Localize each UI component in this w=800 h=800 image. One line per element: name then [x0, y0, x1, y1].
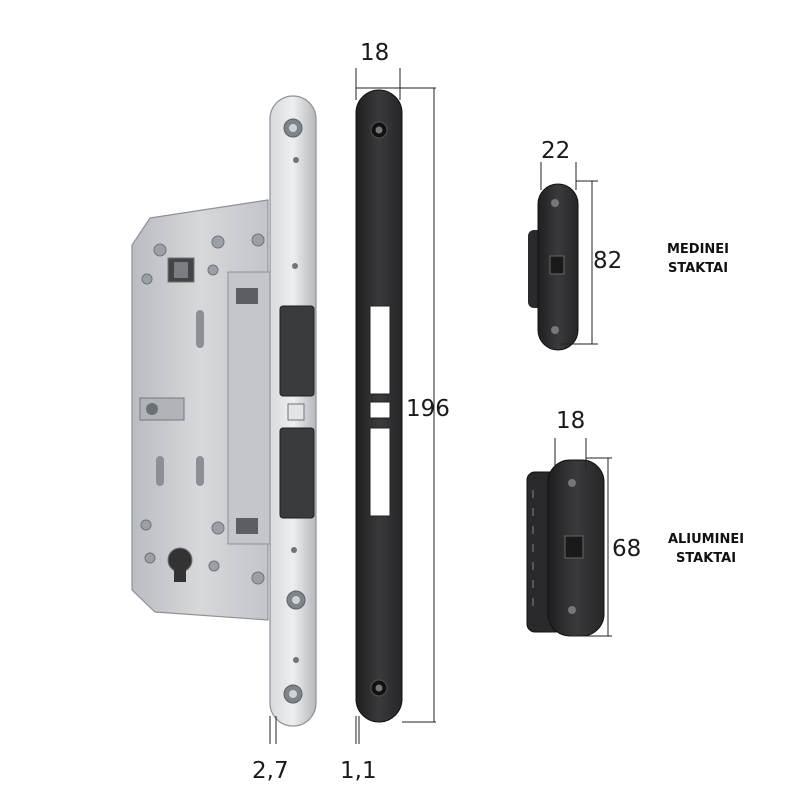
alu-label-line2: STAKTAI [675, 551, 737, 566]
strike-length-dimension: 196 [406, 396, 450, 422]
faceplate-width-dimension: 18 [360, 40, 390, 66]
lock-faceplate [269, 95, 317, 727]
wood-frame-strike [528, 183, 579, 351]
wood-strike-height-dimension: 82 [593, 248, 623, 274]
dimension-lines [269, 68, 612, 744]
alu-strike-width-dimension: 18 [556, 408, 586, 434]
strike-thickness-dimension: 1,1 [340, 758, 377, 784]
strike-plate [355, 89, 403, 723]
lock-body [131, 199, 271, 621]
aluminium-frame-label: ALIUMINEI STAKTAI [656, 530, 756, 568]
alu-strike-height-dimension: 68 [612, 536, 642, 562]
aluminium-frame-strike [526, 459, 605, 637]
faceplate-thickness-dimension: 2,7 [252, 758, 289, 784]
wood-label-line2: STAKTAI [667, 261, 729, 276]
wood-label-line1: MEDINEI [666, 242, 730, 257]
wood-frame-label: MEDINEI STAKTAI [652, 240, 744, 278]
wood-strike-width-dimension: 22 [541, 138, 571, 164]
alu-label-line1: ALIUMINEI [667, 532, 745, 547]
